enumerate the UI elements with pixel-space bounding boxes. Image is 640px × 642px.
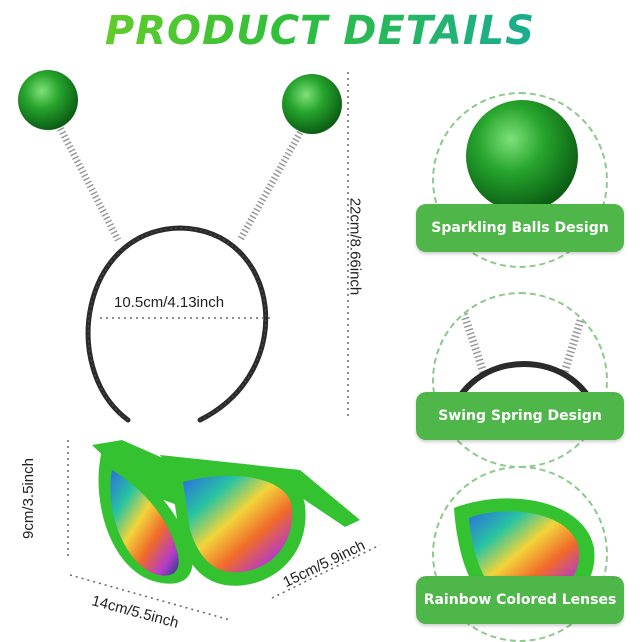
feature-badge-rainbow: Rainbow Colored Lenses (416, 576, 624, 624)
spring-right (236, 120, 310, 242)
feature-badge-spring: Swing Spring Design (416, 392, 624, 440)
width-label: 10.5cm/4.13inch (114, 294, 225, 311)
glitter-ball-left (18, 70, 78, 130)
headband-graphic (85, 225, 269, 423)
glasses-height-label: 9cm/3.5inch (19, 458, 37, 539)
feature-badge-sparkling: Sparkling Balls Design (416, 204, 624, 252)
glasses-width-line (69, 574, 231, 621)
spring-panel (432, 292, 608, 468)
glasses-length-line (271, 544, 381, 599)
glitter-ball-right (282, 74, 342, 134)
sparkling-ball-icon (466, 100, 578, 212)
height-label: 22cm/8.66inch (346, 197, 364, 296)
spring-icon (446, 307, 602, 425)
page-title: PRODUCT DETAILS (0, 8, 640, 54)
spring-left (51, 116, 122, 242)
alien-glasses-graphic (92, 440, 360, 586)
